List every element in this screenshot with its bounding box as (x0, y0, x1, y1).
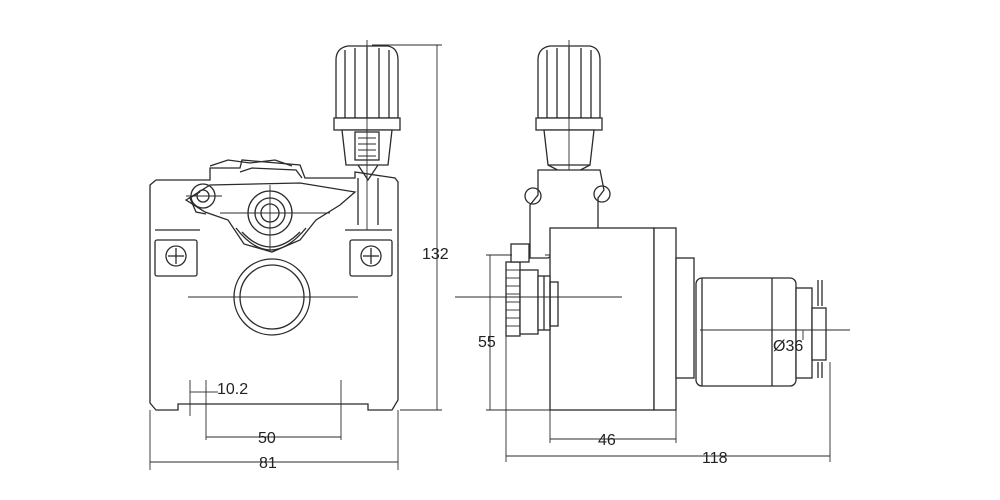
tension-knob-front (333, 40, 401, 230)
dimension-height-label: 132 (422, 246, 449, 263)
dimension-motor-offset-label: 46 (598, 432, 616, 449)
gear-teeth (506, 269, 520, 327)
motor-body (695, 277, 797, 387)
tension-knob-side (535, 40, 603, 180)
side-adapter (675, 257, 695, 379)
dimension-drive-height-label: 55 (478, 334, 496, 351)
screw-boss-left (154, 239, 198, 277)
dimension-motor-offset: 46 (549, 410, 677, 449)
side-flange (653, 227, 677, 411)
motor-terminal-cap (811, 307, 827, 361)
dimension-drive-height: 55 (478, 254, 550, 411)
dimension-mount-spacing-label: 50 (258, 430, 276, 447)
side-view: 55 Ø36 46 118 (455, 40, 850, 467)
screw-right-icon (360, 245, 382, 267)
dimension-width-label: 81 (259, 455, 277, 472)
side-housing (549, 227, 655, 411)
front-housing (149, 159, 399, 411)
screw-boss-right (349, 239, 393, 277)
motor (695, 277, 850, 387)
dimension-width: 81 (149, 410, 399, 472)
dimension-slot: 10.2 (189, 380, 248, 440)
dimension-slot-label: 10.2 (217, 381, 248, 398)
dimension-motor-diameter: Ø36 (773, 330, 804, 355)
drive-gear (519, 269, 539, 335)
screw-left-icon (165, 245, 187, 267)
front-pressure-arm (184, 182, 357, 253)
dimension-mount-spacing: 50 (206, 380, 342, 447)
dimension-height: 132 (372, 44, 449, 411)
front-view: 132 10.2 50 81 (149, 40, 449, 472)
dimension-motor-diameter-label: Ø36 (773, 338, 803, 355)
dimension-length-label: 118 (702, 450, 728, 467)
dimension-length: 118 (505, 336, 831, 467)
gear-hub (505, 261, 521, 337)
